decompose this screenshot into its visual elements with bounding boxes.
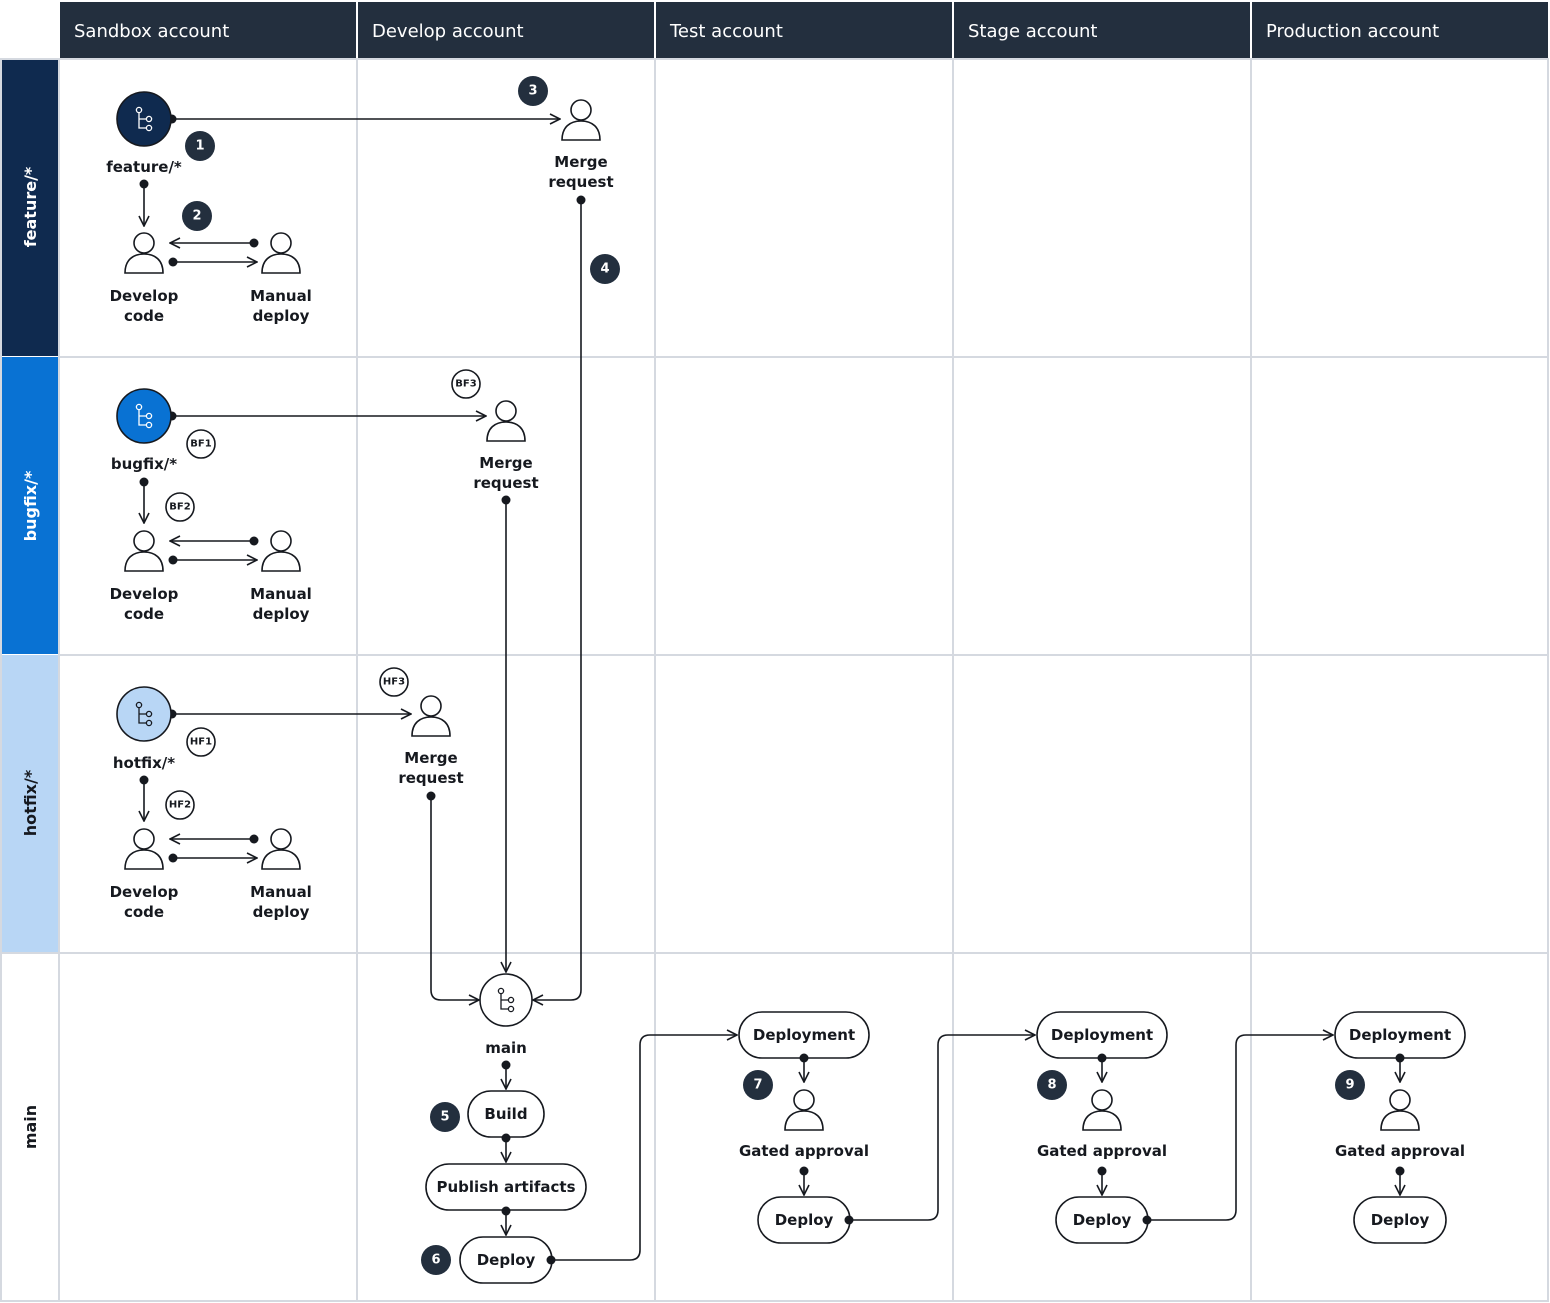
step-badge-bf2 [165, 492, 195, 522]
merge-request-label-1: Merge [554, 153, 607, 171]
merge-request-label-2: request [398, 769, 463, 787]
manual-deploy-label-2: deploy [253, 307, 310, 325]
manual-deploy-label-2: deploy [253, 903, 310, 921]
svg-text:1: 1 [195, 139, 204, 154]
lane-label-main: main [21, 1105, 40, 1149]
column-header-test: Test account [669, 21, 783, 42]
publish-artifacts-label: Publish artifacts [437, 1178, 576, 1196]
step-badge-hf3 [379, 667, 409, 697]
step-badge-5 [430, 1102, 460, 1132]
header-bar [60, 2, 1548, 58]
column-header-production: Production account [1266, 21, 1439, 42]
bugfix-lane-content: bugfix/* Develop code Manual deploy Merg… [110, 369, 539, 623]
lane-label-feature: feature/* [21, 166, 40, 247]
manual-deploy-person-icon [261, 232, 301, 274]
feature-branch-label: feature/* [106, 158, 182, 176]
develop-code-person-icon [124, 232, 164, 274]
step-badge-1 [185, 131, 215, 161]
step-badge-4 [590, 254, 620, 284]
lane-hotfix-block [1, 655, 59, 952]
merge-request-person-icon [486, 400, 526, 442]
step-badge-9 [1335, 1070, 1365, 1100]
develop-code-label-2: code [124, 307, 164, 325]
merge-request-label-1: Merge [479, 454, 532, 472]
deploy-label-develop: Deploy [477, 1251, 536, 1269]
svg-text:HF2: HF2 [169, 800, 191, 811]
step-badge-bf1 [186, 429, 216, 459]
step-badge-hf2 [165, 790, 195, 820]
deployment-label-production: Deployment [1349, 1026, 1451, 1044]
column-header-develop: Develop account [372, 21, 524, 42]
gated-approval-person-icon-test [784, 1089, 824, 1131]
manual-deploy-label-2: deploy [253, 605, 310, 623]
svg-text:8: 8 [1047, 1078, 1056, 1093]
manual-deploy-label-1: Manual [250, 287, 312, 305]
step-badge-3 [518, 76, 548, 106]
step-badge-bf3 [451, 369, 481, 399]
deploy-label-test: Deploy [775, 1211, 834, 1229]
develop-code-person-icon [124, 530, 164, 572]
merge-to-main-connectors [426, 195, 586, 1001]
gated-approval-person-icon-stage [1082, 1089, 1122, 1131]
svg-text:4: 4 [600, 262, 609, 277]
step-badge-6 [421, 1245, 451, 1275]
manual-deploy-person-icon [261, 828, 301, 870]
svg-text:HF1: HF1 [190, 737, 212, 748]
feature-lane-content: feature/* Develop code Manual deploy Mer… [106, 76, 620, 325]
develop-code-label-1: Develop [110, 883, 179, 901]
step-badge-hf1 [186, 727, 216, 757]
build-label: Build [484, 1105, 527, 1123]
gated-approval-label-test: Gated approval [739, 1142, 869, 1160]
main-branch-label: main [485, 1039, 527, 1057]
merge-request-person-icon [411, 695, 451, 737]
merge-request-person-icon [561, 99, 601, 141]
lane-feature-block [1, 59, 59, 356]
develop-code-label-1: Develop [110, 287, 179, 305]
lane-labels: feature/* bugfix/* hotfix/* main [1, 59, 59, 1149]
deployment-label-test: Deployment [753, 1026, 855, 1044]
manual-deploy-label-1: Manual [250, 883, 312, 901]
hotfix-branch-label: hotfix/* [113, 754, 175, 772]
step-badge-8 [1037, 1070, 1067, 1100]
svg-text:9: 9 [1345, 1078, 1354, 1093]
svg-text:BF3: BF3 [455, 379, 476, 390]
column-header-stage: Stage account [968, 21, 1097, 42]
svg-text:7: 7 [753, 1078, 762, 1093]
step-badge-7 [743, 1070, 773, 1100]
deploy-label-production: Deploy [1371, 1211, 1430, 1229]
merge-request-label-2: request [548, 173, 613, 191]
gated-approval-label-stage: Gated approval [1037, 1142, 1167, 1160]
gated-approval-person-icon-production [1380, 1089, 1420, 1131]
column-headers: Sandbox account Develop account Test acc… [60, 2, 1548, 58]
develop-code-label-2: code [124, 903, 164, 921]
main-lane-content: main Build Publish artifacts Deploy 5 6 … [421, 973, 1466, 1284]
gated-approval-label-production: Gated approval [1335, 1142, 1465, 1160]
manual-deploy-label-1: Manual [250, 585, 312, 603]
develop-code-label-2: code [124, 605, 164, 623]
bugfix-branch-label: bugfix/* [111, 455, 177, 473]
deploy-stage-production [1353, 1196, 1447, 1244]
svg-text:BF2: BF2 [169, 502, 190, 513]
column-header-sandbox: Sandbox account [74, 21, 229, 42]
merge-request-label-1: Merge [404, 749, 457, 767]
lane-label-bugfix: bugfix/* [21, 470, 40, 541]
develop-code-label-1: Develop [110, 585, 179, 603]
step-badge-2 [182, 201, 212, 231]
svg-text:6: 6 [431, 1253, 440, 1268]
merge-request-label-2: request [473, 474, 538, 492]
deploy-label-stage: Deploy [1073, 1211, 1132, 1229]
svg-text:2: 2 [192, 209, 201, 224]
svg-text:3: 3 [528, 84, 537, 99]
manual-deploy-person-icon [261, 530, 301, 572]
deployment-label-stage: Deployment [1051, 1026, 1153, 1044]
develop-code-person-icon [124, 828, 164, 870]
svg-text:5: 5 [440, 1110, 449, 1125]
lane-bugfix-block [1, 357, 59, 654]
hotfix-lane-content: hotfix/* Develop code Manual deploy Merg… [110, 667, 464, 921]
lane-label-hotfix: hotfix/* [21, 769, 40, 836]
svg-text:BF1: BF1 [190, 439, 211, 450]
svg-text:HF3: HF3 [383, 677, 405, 688]
